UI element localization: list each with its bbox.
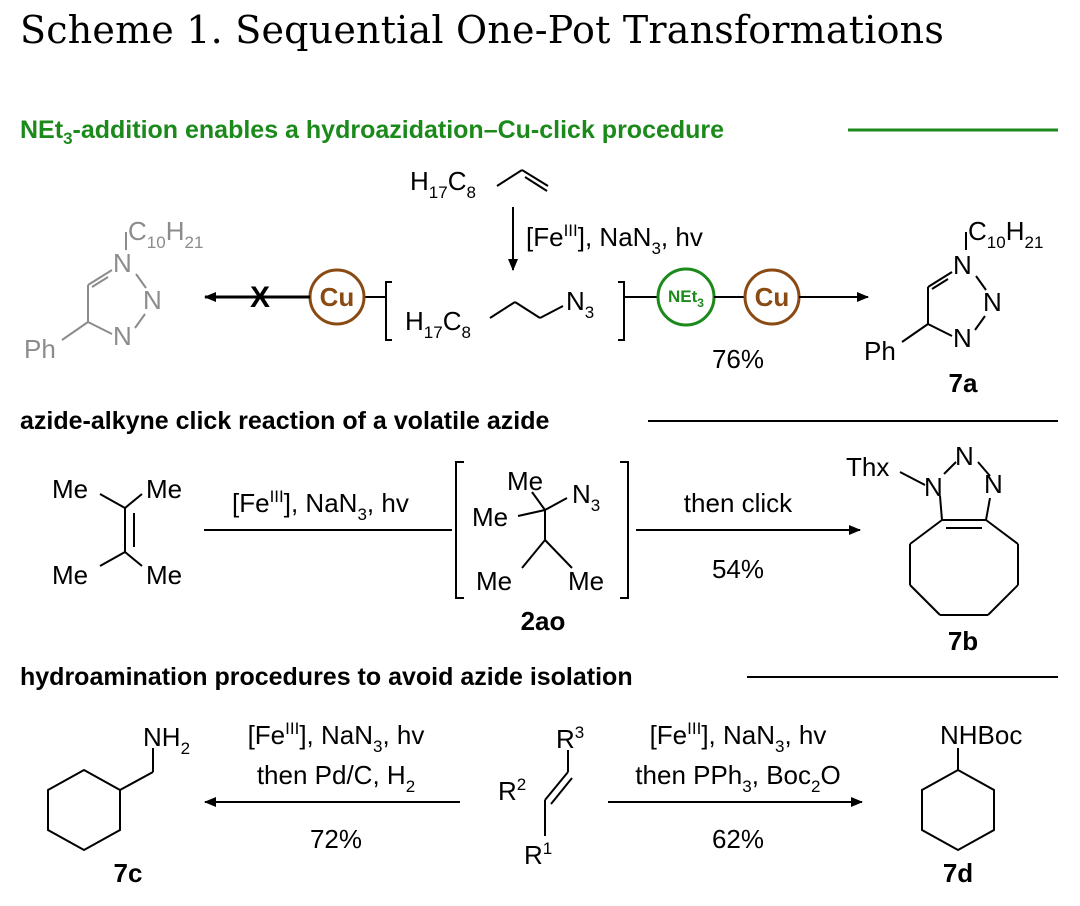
intermediate-azide-label: N3 [566, 286, 594, 322]
product-7c-bonds [47, 748, 154, 852]
then-click-label: then click [684, 488, 793, 518]
2ao-right-bracket [620, 461, 629, 599]
cu-catalyst-label-left: Cu [320, 282, 355, 312]
me-bottom-right: Me [146, 560, 182, 590]
section1-header: NEt3-addition enables a hydroazidation–C… [20, 116, 724, 148]
product-7d-bonds [921, 748, 995, 852]
alkene-r3: R3 [556, 723, 584, 754]
net3-additive-label: NEt3 [668, 287, 704, 310]
product-7d-label: 7d [943, 858, 973, 888]
product-7a-ph: Ph [864, 336, 896, 366]
product-7b-label: 7b [948, 626, 978, 656]
substrate-alkyl-label: H17C8 [410, 166, 476, 202]
product-7b-thx: Thx [846, 452, 889, 482]
intermediate-alkyl-label: H17C8 [405, 306, 471, 342]
scheme-title: Scheme 1. Sequential One-Pot Transformat… [20, 8, 945, 52]
substrate-alkene-bonds [496, 169, 549, 192]
failed-n1: N [113, 248, 132, 278]
product-7a-decyl-label: C10H21 [968, 216, 1043, 252]
product-7a-label: 7a [949, 368, 978, 398]
yield-7c: 72% [310, 824, 362, 854]
2ao-me-left: Me [472, 502, 508, 532]
failed-decyl-label: C10H21 [128, 216, 203, 252]
failed-ph: Ph [24, 334, 56, 364]
2ao-left-bracket [455, 461, 464, 599]
generic-alkene-bonds [544, 750, 573, 836]
product-7b-n3: N [984, 469, 1003, 499]
yield-7d: 62% [712, 824, 764, 854]
failed-triazole-bonds [61, 232, 147, 341]
product-7a-n1: N [953, 250, 972, 280]
2ao-me-bottom-left: Me [476, 566, 512, 596]
section3-header: hydroamination procedures to avoid azide… [20, 663, 633, 691]
product-7c-label: 7c [114, 858, 143, 888]
left-bracket [385, 281, 392, 341]
cu-catalyst-label-right: Cu [755, 282, 790, 312]
right-bracket [618, 281, 625, 341]
section2-header: azide-alkyne click reaction of a volatil… [20, 407, 549, 435]
2ao-bonds [517, 491, 573, 569]
product-7b-bonds [899, 461, 1019, 616]
intermediate-chain-bonds [489, 301, 564, 319]
right-conditions-2: then PPh3, Boc2O [635, 760, 840, 796]
left-conditions-1: [FeIII], NaN3, hv [248, 719, 425, 756]
failed-n3: N [113, 321, 132, 351]
product-7b-n1: N [924, 472, 943, 502]
left-conditions-2: then Pd/C, H2 [257, 760, 415, 796]
product-7a-n2: N [983, 287, 1002, 317]
yield-7a: 76% [712, 344, 764, 374]
2ao-me-top: Me [507, 466, 543, 496]
failed-n2: N [143, 285, 162, 315]
conditions-fe-1: [FeIII], NaN3, hv [526, 221, 703, 258]
failed-x-mark: X [250, 281, 270, 314]
product-7d-nhboc: NHBoc [940, 720, 1022, 750]
me-top-right: Me [146, 474, 182, 504]
alkene-r1: R1 [524, 839, 552, 870]
me-top-left: Me [52, 474, 88, 504]
yield-7b: 54% [712, 554, 764, 584]
conditions-fe-2: [FeIII], NaN3, hv [232, 487, 409, 524]
2ao-me-bottom-right: Me [568, 566, 604, 596]
product-7c-nh2: NH2 [143, 722, 190, 758]
product-7b-n2: N [955, 441, 974, 471]
me-bottom-left: Me [52, 560, 88, 590]
product-7a-n3: N [953, 323, 972, 353]
right-conditions-1: [FeIII], NaN3, hv [650, 719, 827, 756]
tetramethylethylene-bonds [99, 493, 143, 567]
alkene-r2: R2 [498, 775, 526, 806]
product-7a-bonds [901, 232, 987, 343]
2ao-label: 2ao [521, 606, 566, 636]
2ao-azide: N3 [572, 479, 600, 515]
